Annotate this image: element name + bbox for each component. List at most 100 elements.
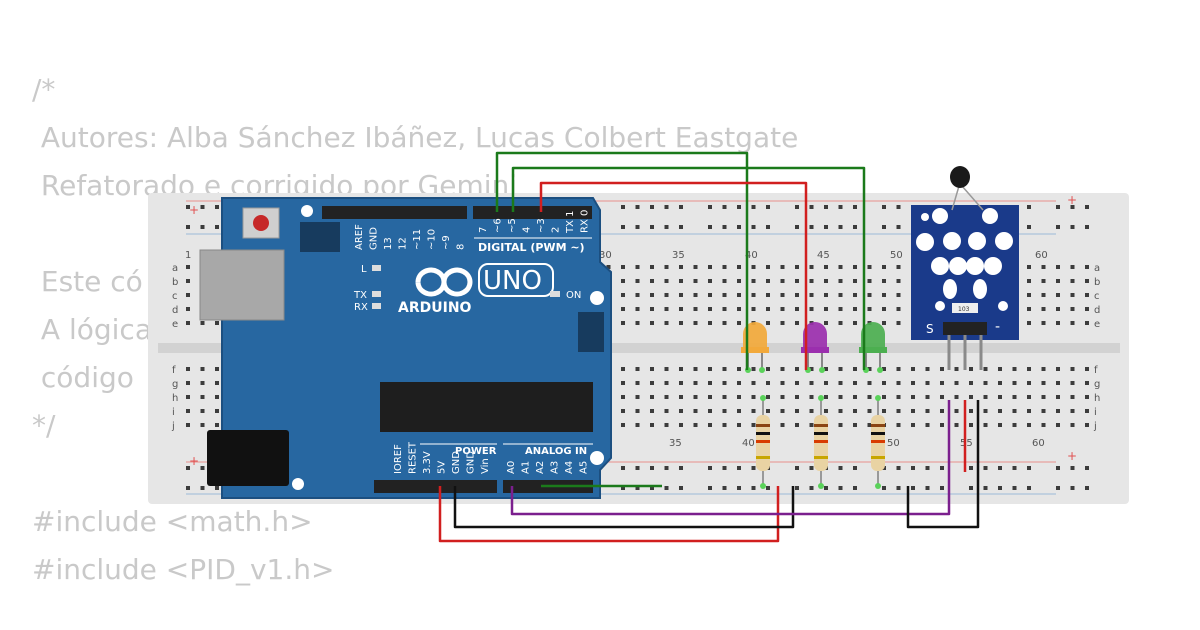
arduino-uno-board: DIGITAL (PWM ~) UNO ARDUINO L TX RX ON P… <box>199 197 612 499</box>
breadboard-hole <box>215 486 219 490</box>
code-line: A lógica <box>32 313 152 346</box>
breadboard-hole <box>693 293 698 297</box>
pin-label: 4 <box>522 227 533 233</box>
breadboard-hole <box>1070 409 1075 413</box>
breadboard-hole <box>838 265 843 269</box>
breadboard-hole <box>1012 367 1017 371</box>
breadboard-hole <box>853 293 857 297</box>
code-line: Este có <box>32 265 143 298</box>
breadboard-hole <box>679 293 683 297</box>
breadboard-hole <box>954 423 959 427</box>
breadboard-hole <box>780 265 785 269</box>
breadboard-hole <box>780 381 785 385</box>
pin-label: RESET <box>408 441 419 474</box>
breadboard-hole <box>1056 423 1060 427</box>
breadboard-hole <box>795 225 799 229</box>
breadboard-hole <box>780 409 785 413</box>
breadboard-hole <box>186 321 190 325</box>
pin-label: GND <box>451 451 462 474</box>
breadboard-hole <box>809 279 814 283</box>
breadboard-hole <box>925 367 930 371</box>
breadboard-hole <box>940 395 944 399</box>
breadboard-hole <box>650 367 654 371</box>
breadboard-hole <box>940 486 944 490</box>
breadboard-hole <box>1056 321 1060 325</box>
breadboard-hole <box>650 381 654 385</box>
temperature-sensor-module: 103 S - <box>911 166 1019 370</box>
breadboard-hole <box>650 321 654 325</box>
breadboard-hole <box>1027 367 1031 371</box>
breadboard-hole <box>853 466 857 470</box>
breadboard-hole <box>838 225 843 229</box>
breadboard-hole <box>737 409 741 413</box>
row-letter: i <box>172 407 175 418</box>
led-on-icon <box>550 291 560 297</box>
breadboard-hole <box>200 409 205 413</box>
breadboard-hole <box>186 307 190 311</box>
breadboard-hole <box>1056 395 1060 399</box>
breadboard-hole <box>853 395 857 399</box>
breadboard-hole <box>708 293 712 297</box>
pin-label: ~11 <box>412 229 423 250</box>
breadboard-hole <box>853 423 857 427</box>
breadboard-hole <box>737 307 741 311</box>
breadboard-hole <box>751 423 756 427</box>
breadboard-hole <box>882 307 886 311</box>
breadboard-hole <box>621 205 625 209</box>
breadboard-hole <box>853 307 857 311</box>
breadboard-hole <box>650 293 654 297</box>
breadboard-hole <box>635 265 640 269</box>
breadboard-hole <box>853 486 857 490</box>
breadboard-hole <box>186 381 190 385</box>
breadboard-hole <box>200 225 205 229</box>
breadboard-hole <box>824 395 828 399</box>
breadboard-hole <box>679 423 683 427</box>
breadboard-hole <box>708 395 712 399</box>
led-rx-label: RX <box>354 302 368 313</box>
breadboard-hole <box>838 279 843 283</box>
breadboard-hole <box>708 409 712 413</box>
row-letter: c <box>1094 291 1100 302</box>
breadboard-hole <box>664 381 669 385</box>
breadboard-hole <box>751 486 756 490</box>
sensor-pad-7 <box>931 257 949 275</box>
thermistor-icon <box>950 166 970 188</box>
code-line: /* <box>32 73 56 106</box>
breadboard-hole <box>882 225 886 229</box>
breadboard-hole <box>186 409 190 413</box>
mount-hole-3 <box>590 451 604 465</box>
breadboard-hole <box>867 279 872 283</box>
breadboard-hole <box>722 367 727 371</box>
breadboard-hole <box>838 307 843 311</box>
breadboard-hole <box>896 486 901 490</box>
breadboard-hole <box>751 225 756 229</box>
breadboard-hole <box>664 395 669 399</box>
mount-hole-1 <box>301 205 313 217</box>
breadboard-hole <box>635 466 640 470</box>
pin-label: A1 <box>521 461 532 474</box>
rail-plus-label: + <box>1067 449 1077 463</box>
breadboard-hole <box>1085 409 1089 413</box>
breadboard-hole <box>1012 395 1017 399</box>
breadboard-hole <box>824 367 828 371</box>
breadboard-hole <box>1070 205 1075 209</box>
breadboard-hole <box>650 279 654 283</box>
breadboard-hole <box>867 423 872 427</box>
breadboard-hole <box>751 381 756 385</box>
breadboard-hole <box>1041 279 1046 283</box>
sensor-pad-11 <box>943 279 957 299</box>
breadboard-hole <box>867 395 872 399</box>
breadboard-hole <box>882 293 886 297</box>
breadboard-hole <box>940 423 944 427</box>
breadboard-hole <box>867 409 872 413</box>
breadboard-hole <box>1085 307 1089 311</box>
breadboard-hole <box>1012 381 1017 385</box>
breadboard-hole <box>215 409 219 413</box>
row-letter: i <box>1094 407 1097 418</box>
breadboard-hole <box>998 381 1002 385</box>
breadboard-hole <box>737 293 741 297</box>
breadboard-hole <box>969 423 973 427</box>
breadboard-hole <box>809 205 814 209</box>
digital-header-right <box>473 206 592 219</box>
breadboard-hole <box>621 381 625 385</box>
